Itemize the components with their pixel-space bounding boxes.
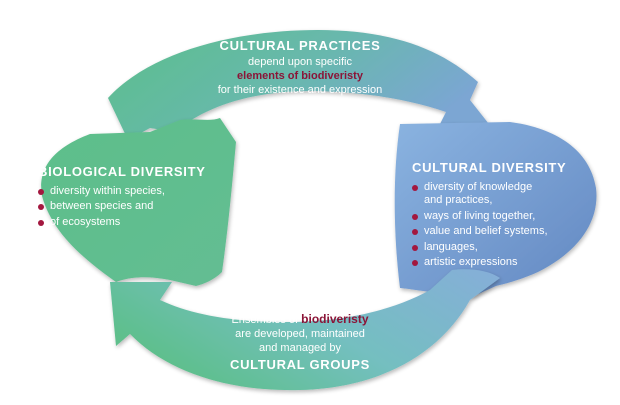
- cultural-practices-title: CULTURAL PRACTICES: [219, 38, 381, 53]
- list-item: ways of living together,: [412, 210, 552, 223]
- bullet-icon: [38, 219, 44, 226]
- bullet-icon: [38, 189, 44, 195]
- cultural-diversity-list: diversity of knowledge and practices, wa…: [412, 181, 552, 269]
- bottom-highlight: biodiveristy: [301, 312, 369, 326]
- right-arrow-shape: [394, 122, 597, 296]
- bullet-icon: [412, 229, 418, 236]
- bullet-icon: [412, 213, 418, 220]
- top-line-3: for their existence and expression: [217, 83, 383, 96]
- list-item: diversity of knowledge and practices,: [412, 181, 552, 208]
- bottom-line-1: Ensembles of biodiveristy: [231, 312, 369, 326]
- cultural-groups-title: CULTURAL GROUPS: [229, 357, 371, 373]
- top-arrow-shape: [108, 30, 500, 140]
- bullet-icon: [38, 204, 44, 211]
- list-item: languages,: [412, 241, 552, 254]
- left-arrow-text: BIOLOGICAL DIVERSITY diversity within sp…: [38, 162, 218, 231]
- cultural-diversity-title: CULTURAL DIVERSITY: [412, 160, 567, 175]
- right-arrow-text: CULTURAL DIVERSITY diversity of knowledg…: [412, 158, 582, 271]
- bottom-arrow-shape: [110, 269, 500, 391]
- bottom-line-3: and managed by: [259, 341, 341, 354]
- left-arrow-shape: [41, 118, 236, 286]
- list-item: of ecosystems: [38, 216, 218, 229]
- top-line-1: depend upon specific: [248, 56, 352, 68]
- bottom-arrow-text: Ensembles of biodiveristy are developed,…: [200, 312, 400, 374]
- top-arrow-text: CULTURAL PRACTICES depend upon specific …: [200, 36, 400, 97]
- list-item: between species and: [38, 200, 218, 213]
- bullet-icon: [412, 244, 418, 251]
- list-item: diversity within species,: [38, 185, 218, 198]
- bullet-icon: [412, 260, 418, 267]
- bottom-line-2: are developed, maintained: [235, 327, 365, 340]
- list-item: artistic expressions: [412, 256, 552, 269]
- top-highlight: elements of biodiveristy: [237, 69, 363, 82]
- biological-diversity-list: diversity within species, between specie…: [38, 185, 218, 229]
- list-item: value and belief systems,: [412, 225, 552, 238]
- biological-diversity-title: BIOLOGICAL DIVERSITY: [38, 164, 206, 179]
- bullet-icon: [412, 185, 418, 191]
